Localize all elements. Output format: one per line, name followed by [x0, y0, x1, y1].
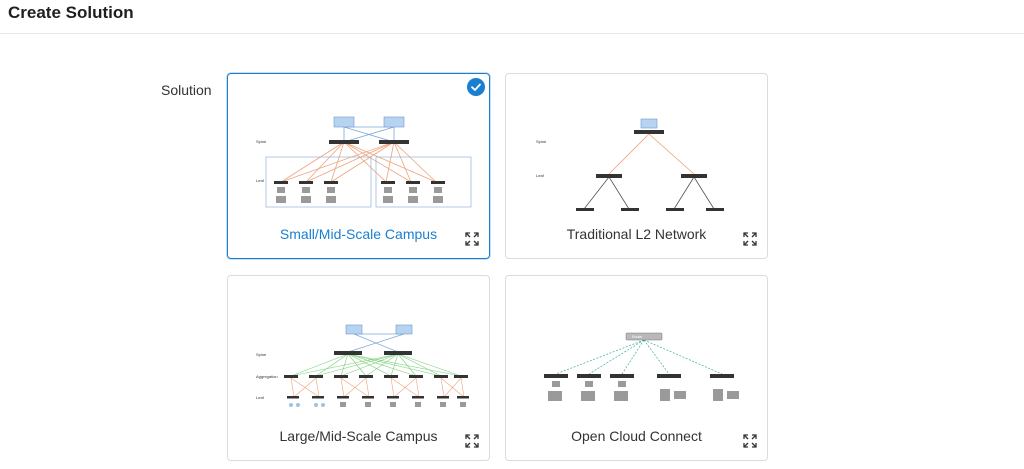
expand-icon[interactable] — [465, 434, 479, 448]
leaf-text: Leaf — [256, 178, 265, 183]
leaf-text: Leaf — [256, 395, 265, 400]
card-title: Open Cloud Connect — [571, 428, 702, 444]
card-title: Large/Mid-Scale Campus — [279, 428, 438, 444]
solution-card-open-cloud-connect[interactable]: Router Open Cloud Connect — [505, 275, 768, 461]
solution-card-traditional-l2-network[interactable]: Spine Leaf Traditional L2 Network — [505, 73, 768, 259]
expand-icon[interactable] — [743, 232, 757, 246]
leaf-text: Leaf — [536, 173, 545, 178]
small-mid-scale-campus-diagram: Spine Leaf — [256, 116, 472, 208]
solution-label: Solution — [161, 82, 212, 98]
solution-card-large-mid-scale-campus[interactable]: Spine Aggregation Leaf Large/Mid-Scale C… — [227, 275, 490, 461]
expand-icon[interactable] — [465, 232, 479, 246]
large-mid-scale-campus-diagram: Spine Aggregation Leaf — [256, 324, 469, 407]
page-header: Create Solution — [0, 0, 1024, 34]
spine-text: Spine — [256, 352, 267, 357]
spine-text: Spine — [536, 139, 547, 144]
aggregation-text: Aggregation — [256, 374, 278, 379]
spine-text: Spine — [256, 139, 267, 144]
card-title: Small/Mid-Scale Campus — [279, 226, 438, 242]
router-text: Router — [632, 335, 643, 339]
card-title: Traditional L2 Network — [566, 226, 707, 242]
page-title: Create Solution — [8, 3, 134, 22]
traditional-l2-network-diagram: Spine Leaf — [536, 118, 724, 211]
selected-check-icon — [467, 78, 485, 96]
expand-icon[interactable] — [743, 434, 757, 448]
open-cloud-connect-diagram: Router — [544, 332, 739, 401]
solution-card-small-mid-scale-campus[interactable]: Spine Leaf Small/Mid-Scale Campus — [227, 73, 490, 259]
